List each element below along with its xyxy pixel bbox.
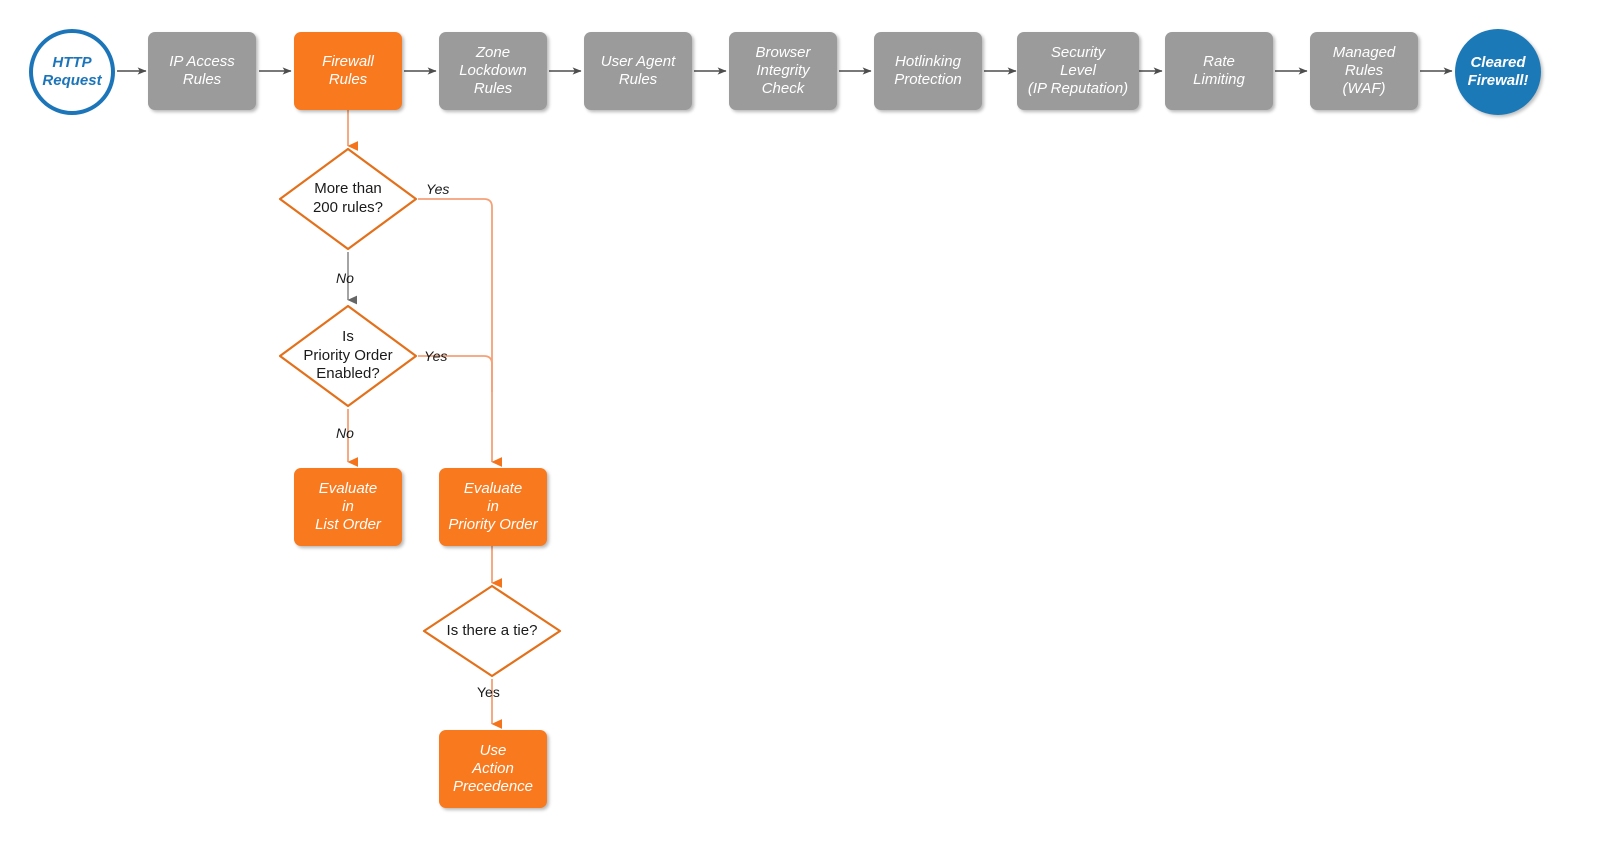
- edge-label-yes-priority-order: Yes: [424, 348, 448, 364]
- node-ip-access-rules[interactable]: IP Access Rules: [148, 32, 256, 110]
- node-managed-rules-waf[interactable]: Managed Rules (WAF): [1310, 32, 1418, 110]
- decision-more-than-200-rules[interactable]: More than 200 rules?: [277, 146, 419, 252]
- node-evaluate-list-order-label: Evaluate in List Order: [315, 479, 381, 534]
- decision-is-there-a-tie-label: Is there a tie?: [446, 621, 538, 639]
- node-hotlinking-protection[interactable]: Hotlinking Protection: [874, 32, 982, 110]
- node-firewall-rules-label: Firewall Rules: [322, 52, 374, 88]
- node-cleared-firewall-label: Cleared Firewall!: [1467, 53, 1529, 89]
- decision-priority-order-enabled[interactable]: Is Priority Order Enabled?: [277, 303, 419, 409]
- diamond-shape: [278, 147, 418, 251]
- node-cleared-firewall[interactable]: Cleared Firewall!: [1455, 29, 1541, 115]
- node-zone-lockdown-rules-label: Zone Lockdown Rules: [459, 43, 527, 98]
- decision-more-than-200-rules-label: More than 200 rules?: [312, 180, 384, 216]
- node-evaluate-priority-order[interactable]: Evaluate in Priority Order: [439, 468, 547, 546]
- node-user-agent-rules-label: User Agent Rules: [600, 52, 676, 88]
- node-http-request-label: HTTP Request: [42, 53, 102, 89]
- node-rate-limiting[interactable]: Rate Limiting: [1165, 32, 1273, 110]
- node-user-agent-rules[interactable]: User Agent Rules: [584, 32, 692, 110]
- node-zone-lockdown-rules[interactable]: Zone Lockdown Rules: [439, 32, 547, 110]
- decision-is-there-a-tie[interactable]: Is there a tie?: [421, 583, 563, 679]
- node-rate-limiting-label: Rate Limiting: [1193, 52, 1245, 88]
- node-use-action-precedence[interactable]: Use Action Precedence: [439, 730, 547, 808]
- node-firewall-rules[interactable]: Firewall Rules: [294, 32, 402, 110]
- decision-priority-order-enabled-label: Is Priority Order Enabled?: [303, 327, 393, 383]
- edge-label-no-more-than-200: No: [336, 270, 354, 286]
- edge-decision200-yes: [418, 198, 502, 467]
- node-security-level[interactable]: Security Level (IP Reputation): [1017, 32, 1139, 110]
- node-browser-integrity-check[interactable]: Browser Integrity Check: [729, 32, 837, 110]
- edge-label-yes-more-than-200: Yes: [426, 181, 450, 197]
- node-http-request[interactable]: HTTP Request: [29, 29, 115, 115]
- node-security-level-label: Security Level (IP Reputation): [1027, 43, 1129, 98]
- node-ip-access-rules-label: IP Access Rules: [169, 52, 235, 88]
- edge-label-yes-is-there-a-tie: Yes: [477, 684, 500, 700]
- node-use-action-precedence-label: Use Action Precedence: [452, 741, 534, 796]
- diamond-shape: [422, 584, 562, 678]
- node-evaluate-priority-order-label: Evaluate in Priority Order: [448, 479, 538, 534]
- node-managed-rules-waf-label: Managed Rules (WAF): [1332, 43, 1396, 98]
- edge-label-no-priority-order: No: [336, 425, 354, 441]
- node-hotlinking-protection-label: Hotlinking Protection: [894, 52, 962, 88]
- node-browser-integrity-check-label: Browser Integrity Check: [755, 43, 811, 98]
- node-evaluate-list-order[interactable]: Evaluate in List Order: [294, 468, 402, 546]
- diamond-shape: [278, 304, 418, 408]
